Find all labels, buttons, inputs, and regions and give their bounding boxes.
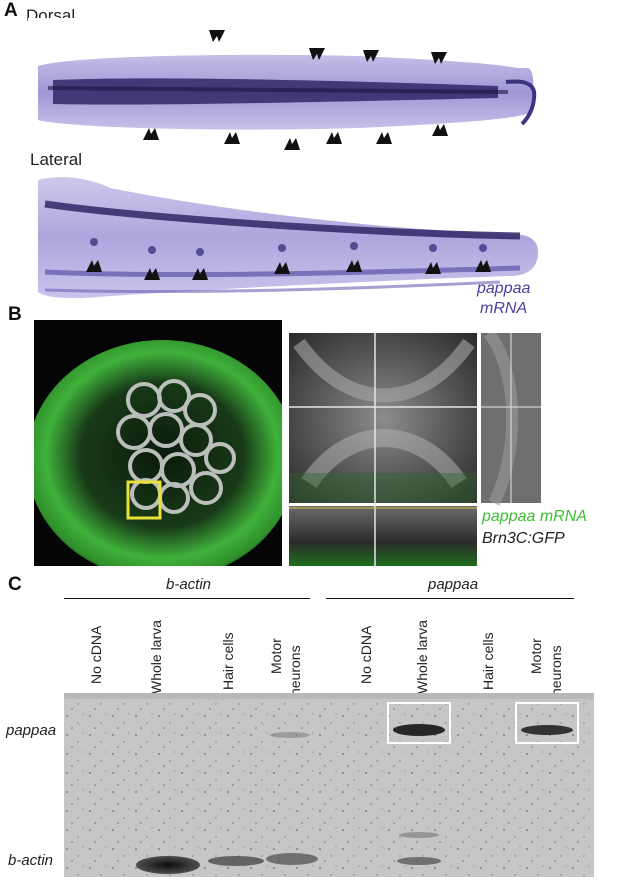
lateral-larva-image	[38, 177, 538, 299]
panel-c-letter: C	[8, 574, 22, 595]
hair-cell-micrograph	[34, 320, 282, 566]
lateral-label: Lateral	[30, 150, 82, 169]
legend-green: pappaa mRNA	[482, 508, 587, 525]
legend-dark: Brn3C:GFP	[482, 530, 565, 547]
panel-b-letter: B	[8, 304, 22, 325]
lane-label: Hair cells	[480, 632, 496, 690]
lane-label: neurons	[287, 645, 303, 696]
stain-label-line2: mRNA	[480, 300, 528, 317]
stain-label-line1: pappaa	[477, 280, 531, 297]
lane-label: neurons	[548, 645, 564, 696]
lane-label: Whole larva	[414, 620, 430, 694]
lane-label: Whole larva	[148, 620, 164, 694]
group-bracket-left	[64, 598, 310, 599]
lane-label: No cDNA	[88, 625, 104, 684]
dorsal-larva-image	[28, 18, 548, 168]
lane-label: Motor	[268, 638, 284, 674]
lane-label: Motor	[528, 638, 544, 674]
panel-a-letter: A	[4, 0, 18, 21]
gel-image	[64, 693, 594, 877]
lane-label: Hair cells	[220, 632, 236, 690]
group-label-left: b-actin	[166, 576, 212, 593]
group-bracket-right	[326, 598, 574, 599]
row-label-bottom: b-actin	[8, 852, 54, 869]
lane-label: No cDNA	[358, 625, 374, 684]
group-label-right: pappaa	[428, 576, 479, 593]
orthogonal-view-image	[289, 333, 541, 566]
row-label-top: pappaa	[6, 722, 57, 739]
